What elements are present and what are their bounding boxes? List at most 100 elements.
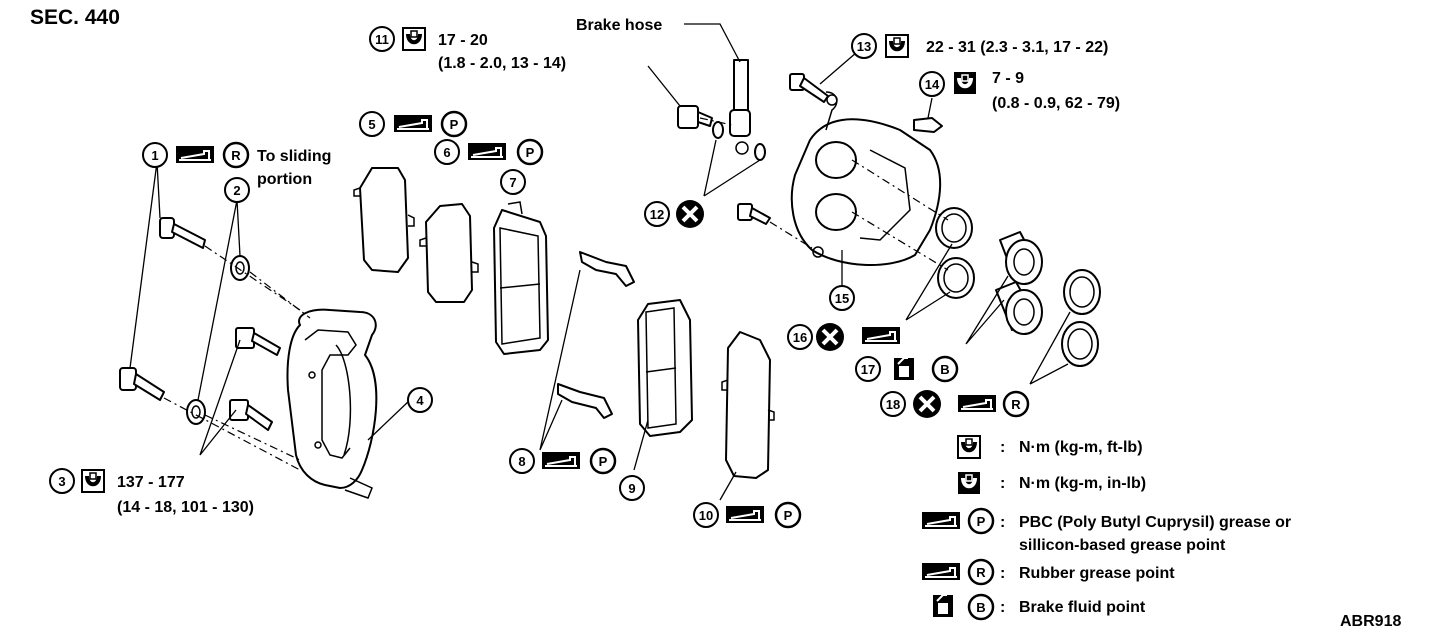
callout-12: 12 (644, 201, 670, 227)
callout-16: 16 (787, 324, 813, 350)
callout-12-num: 12 (650, 207, 664, 222)
letter-r: R (976, 565, 986, 580)
grease-icon (921, 562, 961, 581)
outer-pad (493, 201, 549, 355)
legend-rubber: Rubber grease point (1019, 565, 1175, 582)
letter-b: B (976, 600, 985, 615)
callout-10: 10 (693, 502, 719, 528)
union-bolt (677, 105, 713, 129)
legend-ftlb: N·m (kg-m, ft-lb) (1019, 439, 1143, 456)
callout-1: 1 (142, 142, 168, 168)
legend-sep: : (1000, 599, 1005, 616)
letter-p: P (450, 117, 459, 132)
grease-icon (921, 511, 961, 530)
torque-member (286, 308, 378, 499)
piston-boot-lower (1061, 321, 1099, 367)
bolt-side (737, 203, 771, 225)
legend-sep: : (1000, 565, 1005, 582)
callout-6: 6 (434, 139, 460, 165)
piston-seal-lower (937, 257, 975, 299)
grease-icon (861, 326, 901, 345)
callout-4-num: 4 (416, 393, 424, 408)
callout-7: 7 (500, 169, 526, 195)
callout-11: 11 (369, 26, 395, 52)
pin-boot-lower (186, 399, 206, 425)
piston-upper (999, 231, 1043, 285)
callout-1-num: 1 (151, 148, 158, 163)
legend-pbc-line1: PBC (Poly Butyl Cuprysil) grease or (1019, 514, 1291, 531)
brake-fluid-letter: B (931, 355, 959, 383)
pad-retainer-upper (579, 251, 635, 287)
piston-seal-upper (935, 207, 973, 249)
callout-3-num: 3 (58, 474, 65, 489)
spec1-line2: portion (257, 171, 312, 188)
pbc-grease-letter: P (967, 507, 995, 535)
torque-member-bolt-upper (235, 327, 281, 356)
callout-13: 13 (851, 33, 877, 59)
legend-sep: : (1000, 439, 1005, 456)
torque-wrench-icon (956, 434, 982, 460)
letter-b: B (940, 362, 949, 377)
letter-r: R (231, 148, 241, 163)
replace-x-icon (911, 388, 943, 420)
callout-2-num: 2 (233, 183, 240, 198)
callout-8: 8 (509, 448, 535, 474)
grease-icon (393, 114, 433, 133)
cylinder-body (790, 91, 942, 267)
figure-code: ABR918 (1340, 613, 1401, 630)
callout-14-num: 14 (925, 77, 940, 92)
piston-lower (995, 281, 1043, 335)
pin-bolt-upper (159, 217, 206, 249)
callout-15: 15 (829, 285, 855, 311)
legend: : N·m (kg-m, ft-lb) : N·m (kg-m, in-lb) … (921, 434, 1291, 621)
pin-bolt-lower (119, 367, 165, 401)
spec3-line2: (14 - 18, 101 - 130) (117, 499, 254, 516)
grease-icon (467, 142, 507, 161)
callout-13-num: 13 (857, 39, 871, 54)
outer-shim-inner (419, 203, 479, 303)
brake-fluid-icon (932, 594, 954, 618)
bolt-13 (789, 73, 829, 103)
legend-inlb: N·m (kg-m, in-lb) (1019, 475, 1146, 492)
letter-p: P (784, 508, 793, 523)
spec14-line1: 7 - 9 (992, 70, 1024, 87)
callout-10-num: 10 (699, 508, 713, 523)
inner-shim (721, 331, 775, 479)
rubber-grease-letter: R (1002, 390, 1030, 418)
spec1-line1: To sliding (257, 148, 331, 165)
pad-retainer-lower (557, 383, 613, 419)
brake-hose (729, 59, 751, 155)
legend-pbc-line2: sillicon-based grease point (1019, 537, 1226, 554)
legend-sep: : (1000, 514, 1005, 531)
letter-p: P (977, 514, 986, 529)
brake-fluid-letter: B (967, 593, 995, 621)
pbc-grease-letter: P (589, 447, 617, 475)
rubber-grease-letter: R (222, 141, 250, 169)
torque-wrench-icon (884, 33, 910, 59)
letter-p: P (599, 454, 608, 469)
section-title: SEC. 440 (30, 6, 120, 29)
bleed-screw (913, 117, 943, 133)
outer-shim (353, 167, 415, 273)
callout-14: 14 (919, 71, 945, 97)
legend-fluid: Brake fluid point (1019, 599, 1146, 616)
brake-hose-label: Brake hose (576, 17, 662, 34)
callout-4: 4 (407, 387, 433, 413)
callout-18: 18 (880, 391, 906, 417)
pbc-grease-letter: P (516, 138, 544, 166)
letter-p: P (526, 145, 535, 160)
callout-15-num: 15 (835, 291, 849, 306)
pbc-grease-letter: P (440, 110, 468, 138)
grease-icon (725, 505, 765, 524)
grease-icon (541, 451, 581, 470)
replace-x-icon (674, 198, 706, 230)
spec13-line1: 22 - 31 (2.3 - 3.1, 17 - 22) (926, 39, 1108, 56)
callout-16-num: 16 (793, 330, 807, 345)
callout-17: 17 (855, 356, 881, 382)
pin-boot-upper (230, 255, 250, 281)
torque-wrench-inlb-icon (952, 70, 978, 96)
grease-icon (175, 145, 215, 164)
torque-wrench-icon (401, 26, 427, 52)
torque-wrench-icon (80, 468, 106, 494)
